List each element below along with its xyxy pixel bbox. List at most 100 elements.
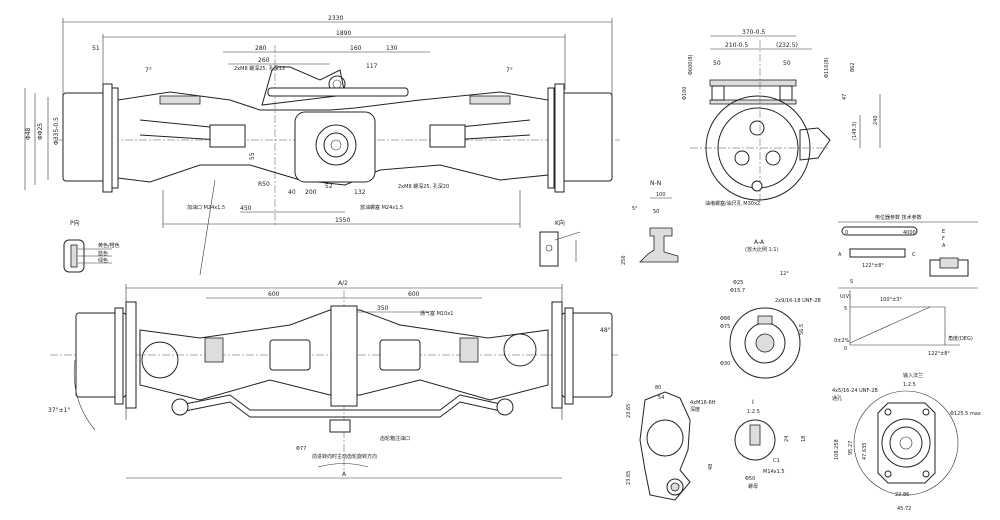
- graph-span: 100°±3°: [880, 297, 902, 303]
- dim: Φ15.7: [730, 288, 745, 294]
- dim: 24: [784, 436, 790, 442]
- dim: 130: [386, 45, 398, 52]
- dim: 52: [325, 183, 333, 190]
- dim: 600: [268, 291, 280, 298]
- dim: 47.635: [862, 443, 868, 461]
- dim: 18: [801, 436, 807, 442]
- dim-overall-width: 2330: [328, 15, 343, 22]
- graph-ylow: 0±2%: [834, 338, 850, 344]
- sensor-title: 电位器参数 技术参数: [875, 214, 922, 221]
- dim: (232.5): [776, 42, 798, 49]
- dim: 95.27: [848, 441, 854, 455]
- dim: 350: [377, 305, 389, 312]
- dim: A/2: [338, 280, 348, 287]
- dim: 通孔: [832, 395, 842, 402]
- dim: 54: [658, 395, 664, 401]
- dim: Φ25: [733, 280, 743, 286]
- sensor-label: 0: [845, 230, 848, 236]
- dim: 160: [350, 45, 362, 52]
- top-view: 2330 1890 280 160 130 260 117 51 7° 7° Φ…: [24, 15, 620, 276]
- section-a-a: A-A (放大比例 1:1) 12° Φ25 Φ15.7 2x9/16-18 U…: [720, 239, 821, 379]
- dim: 51: [92, 45, 100, 52]
- dim: 50: [653, 209, 659, 215]
- dim: Φ600(8): [688, 54, 694, 75]
- dim: 40: [288, 189, 296, 196]
- pin-label: 黄色/橙色: [98, 242, 120, 249]
- dim: 50: [783, 60, 791, 67]
- dim: Φ48: [25, 127, 32, 140]
- dim-steer-angle: 37°±1°: [48, 407, 70, 414]
- dim: Φ125.5 max: [950, 411, 981, 417]
- callout-breather: 通气塞 M10x1: [420, 310, 453, 317]
- connector-title: P向: [70, 219, 80, 227]
- dim: 450: [240, 205, 252, 212]
- dim: Φ30: [720, 361, 730, 367]
- dim: Φ86: [720, 316, 730, 322]
- flange-view: 80 54 4xM16-6H 深度 23.65 23.65 48: [626, 385, 716, 501]
- dim: 240: [873, 115, 879, 125]
- dim-track: 1890: [336, 30, 351, 37]
- callout-oil-plug: 油堵螺塞/油尺孔 M30x2: [705, 200, 760, 207]
- callout: 2xM8 螺深25, 孔深20: [398, 183, 449, 190]
- callout: 2xM8 螺深25, 孔深12: [234, 65, 285, 72]
- dim: 23.65: [626, 471, 632, 485]
- detail-scale: 1:2.5: [747, 409, 760, 415]
- dim: C1: [773, 458, 780, 464]
- callout-drain-plug: 放油螺塞 M24x1.5: [360, 204, 403, 211]
- dim: R50: [258, 181, 270, 188]
- dim: 100: [656, 192, 666, 198]
- dim: 280: [255, 45, 267, 52]
- dim: A: [342, 471, 347, 478]
- graph-xlabel: 角度(DEG): [948, 335, 973, 342]
- front-view: A/2 600 600 350 通气塞 M10x1 齿轮箱注油口 前进转向时主动…: [48, 280, 620, 479]
- dim: 5°: [632, 206, 638, 212]
- dim: 210-0.5: [725, 42, 748, 49]
- detail-k-view: K向: [539, 219, 581, 267]
- pin-label: 蓝色: [98, 250, 108, 257]
- sensor-label: E: [942, 229, 945, 235]
- dim: 108.258: [834, 439, 840, 460]
- detail-i: I 1:2.5 24 18 C1 M14x1.5 Φ50 螺母: [734, 399, 807, 490]
- dim: 117: [366, 63, 378, 70]
- dim: Φ77: [296, 446, 306, 452]
- dim: Φ100: [682, 87, 688, 100]
- dim: 56.5: [799, 324, 805, 335]
- detail-title: I: [752, 399, 754, 406]
- section-title: A-A: [754, 239, 765, 246]
- sensor-label: 4000: [903, 230, 916, 236]
- dim: 600: [408, 291, 420, 298]
- dim: 12°: [780, 271, 789, 277]
- callout-rotation: 前进转向时主动齿轮旋转方向: [312, 453, 377, 460]
- dim-1550: 1550: [335, 217, 350, 224]
- graph-y0: 0: [844, 346, 847, 352]
- dim: 螺母: [748, 483, 758, 490]
- dim: 45.72: [897, 506, 911, 512]
- dim: 50: [713, 60, 721, 67]
- detail-k-title: K向: [555, 219, 565, 227]
- dim: 4xM16-6H: [690, 400, 716, 406]
- side-view: 370-0.5 210-0.5 (232.5) 50 50 Φ600(8) Φ1…: [682, 29, 881, 207]
- dim: 4x5/16-24 UNF-2B: [832, 388, 878, 394]
- sensor-label: C: [912, 252, 916, 258]
- dim: ΦΦ25: [37, 123, 44, 140]
- dim: 23.65: [626, 404, 632, 418]
- sensor-label: F: [942, 236, 945, 242]
- section-title: N-N: [650, 180, 661, 187]
- dim: 200: [305, 189, 317, 196]
- dim: 48°: [600, 327, 611, 334]
- pin-label: 绿色: [98, 257, 108, 264]
- sensor-label: S: [850, 279, 853, 285]
- dim: 48: [708, 464, 714, 470]
- dim: 862: [850, 62, 856, 72]
- dim: Φ75: [720, 324, 730, 330]
- dim: 370-0.5: [742, 29, 765, 36]
- flange-title: 输入法兰: [903, 372, 923, 379]
- graph-ylabel: U(V): [840, 294, 851, 300]
- dim: 80: [655, 385, 661, 391]
- flange-scale: 1:2.5: [903, 382, 916, 388]
- graph-y5: 5: [844, 306, 847, 312]
- dim: 47: [842, 94, 848, 100]
- callout-oil-port: 齿轮箱注油口: [380, 435, 410, 442]
- dim: 132: [354, 189, 366, 196]
